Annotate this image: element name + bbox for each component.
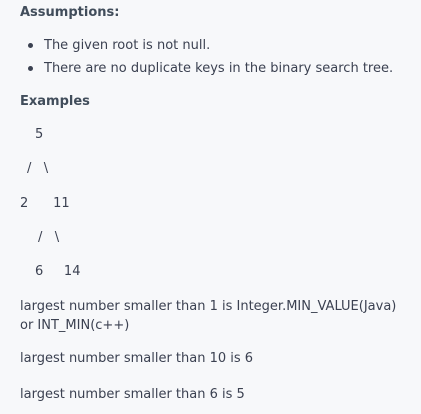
- assumption-item: There are no duplicate keys in the binar…: [28, 61, 394, 76]
- tree-line-root: 5: [35, 127, 44, 142]
- example-result: largest number smaller than 10 is 6: [20, 351, 254, 366]
- examples-heading: Examples: [20, 94, 90, 109]
- tree-line-level3: 6 14: [35, 264, 81, 279]
- tree-line-branches-2: / \: [38, 230, 60, 245]
- bullet-icon: [28, 66, 33, 71]
- example-result: largest number smaller than 1 is Integer…: [20, 299, 397, 333]
- assumption-text: There are no duplicate keys in the binar…: [44, 61, 394, 76]
- example-result: largest number smaller than 6 is 5: [20, 387, 245, 402]
- assumption-text: The given root is not null.: [44, 38, 211, 53]
- assumptions-heading: Assumptions:: [20, 5, 120, 20]
- tree-line-level2: 2 11: [20, 196, 70, 211]
- tree-line-branches: / \: [27, 161, 49, 176]
- bullet-icon: [28, 43, 33, 48]
- assumption-item: The given root is not null.: [28, 38, 211, 53]
